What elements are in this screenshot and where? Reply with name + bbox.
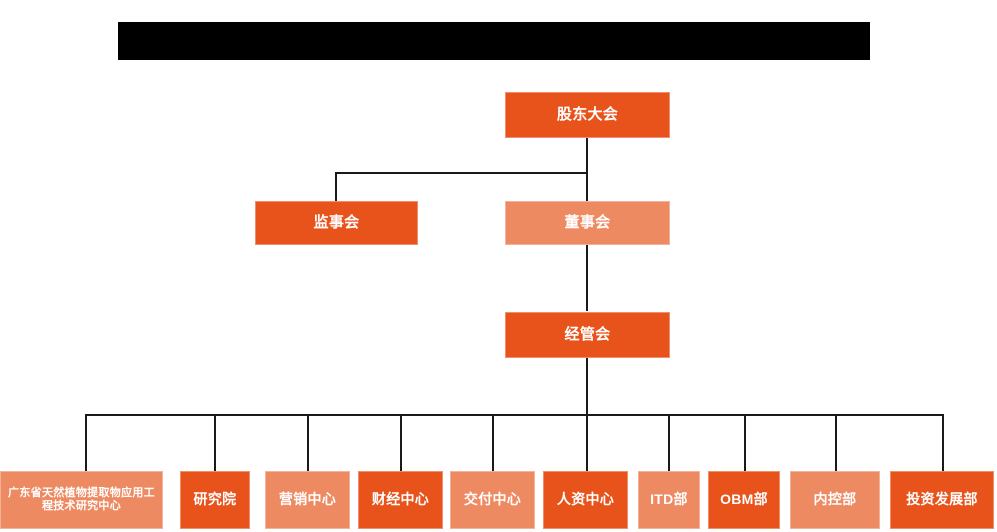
node-dept-internal-control[interactable]: 内控部 (790, 471, 880, 529)
node-management-committee[interactable]: 经管会 (505, 312, 670, 358)
connector-directors-to-management (586, 243, 588, 311)
node-dept-marketing-center[interactable]: 营销中心 (265, 471, 350, 529)
connector-shareholders-down (586, 138, 588, 174)
node-dept-finance-center[interactable]: 财经中心 (358, 471, 443, 529)
connector-to-directors (586, 172, 588, 202)
connector-drop-dept-10 (942, 414, 944, 471)
connector-level2-bus (335, 172, 588, 174)
node-dept-guangdong-research-center[interactable]: 广东省天然植物提取物应用工程技术研究中心 (0, 471, 163, 529)
node-dept-investment-development[interactable]: 投资发展部 (890, 471, 994, 529)
connector-drop-dept-9 (835, 414, 837, 471)
node-board-of-supervisors[interactable]: 监事会 (255, 201, 418, 245)
connector-department-bus (85, 414, 943, 416)
node-dept-hr-center[interactable]: 人资中心 (543, 471, 628, 529)
connector-drop-dept-7 (668, 414, 670, 471)
node-shareholders-meeting[interactable]: 股东大会 (505, 92, 670, 138)
connector-drop-dept-2 (214, 414, 216, 471)
redacted-title-bar (118, 22, 870, 60)
connector-management-down (586, 358, 588, 416)
connector-drop-dept-5 (492, 414, 494, 471)
connector-drop-dept-1 (85, 414, 87, 471)
node-dept-research-institute[interactable]: 研究院 (180, 471, 250, 529)
connector-drop-dept-4 (400, 414, 402, 471)
connector-drop-dept-3 (307, 414, 309, 471)
node-dept-itd[interactable]: ITD部 (638, 471, 700, 529)
node-dept-delivery-center[interactable]: 交付中心 (450, 471, 535, 529)
connector-drop-dept-6 (586, 414, 588, 471)
node-board-of-directors[interactable]: 董事会 (505, 201, 670, 245)
node-dept-obm[interactable]: OBM部 (708, 471, 780, 529)
connector-to-supervisors (335, 172, 337, 202)
connector-drop-dept-8 (744, 414, 746, 471)
